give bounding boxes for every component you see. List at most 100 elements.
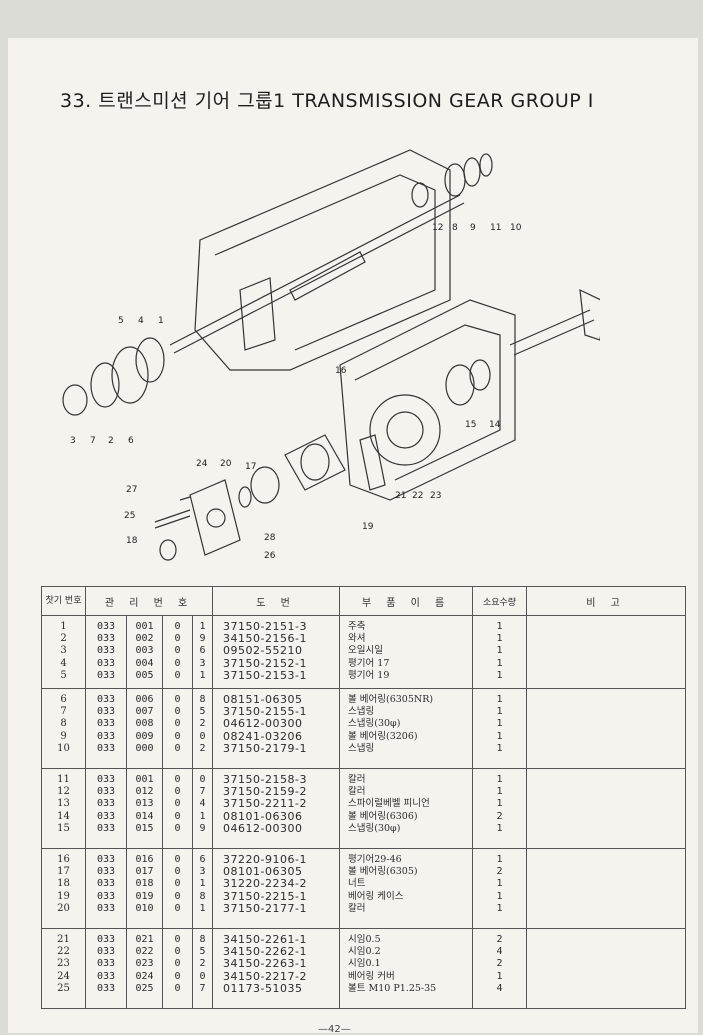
table-cell-text: 1 bbox=[496, 798, 503, 810]
label-7: 7 bbox=[90, 436, 96, 446]
table-cell-text: 9 bbox=[199, 822, 206, 834]
table-cell-text: 025 bbox=[135, 982, 154, 994]
table-cell-text: 34150-2261-1 bbox=[223, 933, 307, 946]
table-cell-text: 033 bbox=[96, 934, 116, 945]
table-cell-text: 033 bbox=[96, 718, 116, 730]
table-cell-text: 1 bbox=[496, 970, 503, 982]
table-cell-text: 01173-51035 bbox=[223, 981, 303, 995]
table-cell-text: 0 bbox=[174, 730, 181, 742]
table-cell-text: 37150-2153-1 bbox=[223, 668, 307, 682]
table-cell-text: 0 bbox=[174, 934, 181, 945]
table-cell-text: 004 bbox=[135, 657, 154, 669]
table-cell-text: 8 bbox=[199, 694, 206, 705]
label-10: 10 bbox=[510, 223, 522, 233]
table-cell-text: 1 bbox=[496, 854, 503, 865]
table-cell-text: 20 bbox=[57, 902, 70, 914]
table-cell-text: 0 bbox=[174, 645, 181, 657]
table-cell-text: 2 bbox=[60, 633, 67, 645]
page-number: —42— bbox=[318, 1024, 351, 1035]
table-cell-text: 1 bbox=[199, 810, 206, 822]
table-cell-text: 9 bbox=[199, 633, 206, 645]
exploded-parts-diagram: 12 8 9 11 10 5 4 1 13 16 3 7 2 6 15 14 2… bbox=[62, 149, 600, 561]
table-cell-text: 10 bbox=[57, 742, 70, 754]
table-cell-text: 베어링 케이스 bbox=[348, 890, 404, 902]
table-cell-text: 08241-03206 bbox=[223, 729, 303, 743]
label-1: 1 bbox=[158, 316, 164, 326]
table-cell-text: 0 bbox=[174, 798, 181, 810]
table-cell-text: 033 bbox=[96, 822, 116, 834]
table-cell-text: 1 bbox=[496, 822, 503, 834]
table-cell-text: 033 bbox=[96, 669, 116, 681]
table-cell-text: 0 bbox=[174, 958, 181, 970]
table-cell-text: 002 bbox=[135, 633, 154, 645]
table-cell-text: 0 bbox=[174, 902, 181, 914]
table-cell-text: 볼 베어링(6306) bbox=[348, 810, 418, 822]
label-8: 8 bbox=[452, 223, 458, 233]
table-cell-text: 0 bbox=[174, 810, 181, 822]
table-cell-text: 09502-55210 bbox=[223, 644, 303, 658]
table-cell-text: 6 bbox=[60, 694, 67, 705]
table-cell-text: 0 bbox=[199, 730, 206, 742]
page-title: 33. 트랜스미션 기어 그룹1 TRANSMISSION GEAR GROUP… bbox=[60, 90, 594, 112]
table-cell-text: 033 bbox=[96, 645, 116, 657]
table-cell-text: 2 bbox=[496, 958, 503, 970]
header-mgmt: 관 리 번 호 bbox=[84, 586, 214, 616]
table-cell-text: 37150-2179-1 bbox=[223, 741, 307, 755]
label-24: 24 bbox=[196, 459, 208, 469]
table-cell-text: 0 bbox=[174, 946, 181, 958]
table-cell-text: 0 bbox=[199, 774, 206, 785]
table-cell-text: 37150-2155-1 bbox=[223, 705, 307, 719]
table-cell-text: 31220-2234-2 bbox=[223, 877, 307, 891]
table-cell-text: 7 bbox=[199, 982, 206, 994]
table-cell-text: 1 bbox=[496, 645, 503, 657]
table-cell-text: 6 bbox=[199, 854, 206, 865]
table-cell-text: 4 bbox=[199, 798, 206, 810]
table-cell-text: 스냅링 bbox=[348, 742, 375, 754]
table-cell-text: 033 bbox=[96, 970, 116, 982]
table-cell-text: 016 bbox=[135, 854, 154, 865]
table-cell-text: 033 bbox=[96, 878, 116, 890]
header-remarks: 비 고 bbox=[526, 586, 687, 616]
table-cell-text: 0 bbox=[174, 970, 181, 982]
table-cell-text: 018 bbox=[135, 878, 154, 890]
bearing-17 bbox=[250, 466, 280, 504]
table-cell-text: 017 bbox=[135, 866, 154, 878]
label-16: 16 bbox=[335, 366, 347, 376]
label-27: 27 bbox=[126, 485, 137, 495]
table-cell-text: 3 bbox=[199, 866, 206, 878]
table-cell-text: 04612-00300 bbox=[223, 821, 303, 835]
label-2: 2 bbox=[108, 436, 114, 446]
table-cell-text: 9 bbox=[60, 730, 67, 742]
table-cell-text: 1 bbox=[496, 621, 503, 632]
table-cell-text: 15 bbox=[57, 822, 70, 834]
table-cell-text: 1 bbox=[496, 718, 503, 730]
table-cell-text: 0 bbox=[174, 621, 181, 632]
table-cell-text: 0 bbox=[174, 669, 181, 681]
table-cell-text: 37150-2211-2 bbox=[223, 797, 307, 811]
table-cell-text: 1 bbox=[496, 706, 503, 718]
table-cell-text: 8 bbox=[199, 890, 206, 902]
table-cell-text: 08101-06305 bbox=[223, 865, 303, 879]
table-cell-text: 시임0.2 bbox=[348, 946, 381, 958]
